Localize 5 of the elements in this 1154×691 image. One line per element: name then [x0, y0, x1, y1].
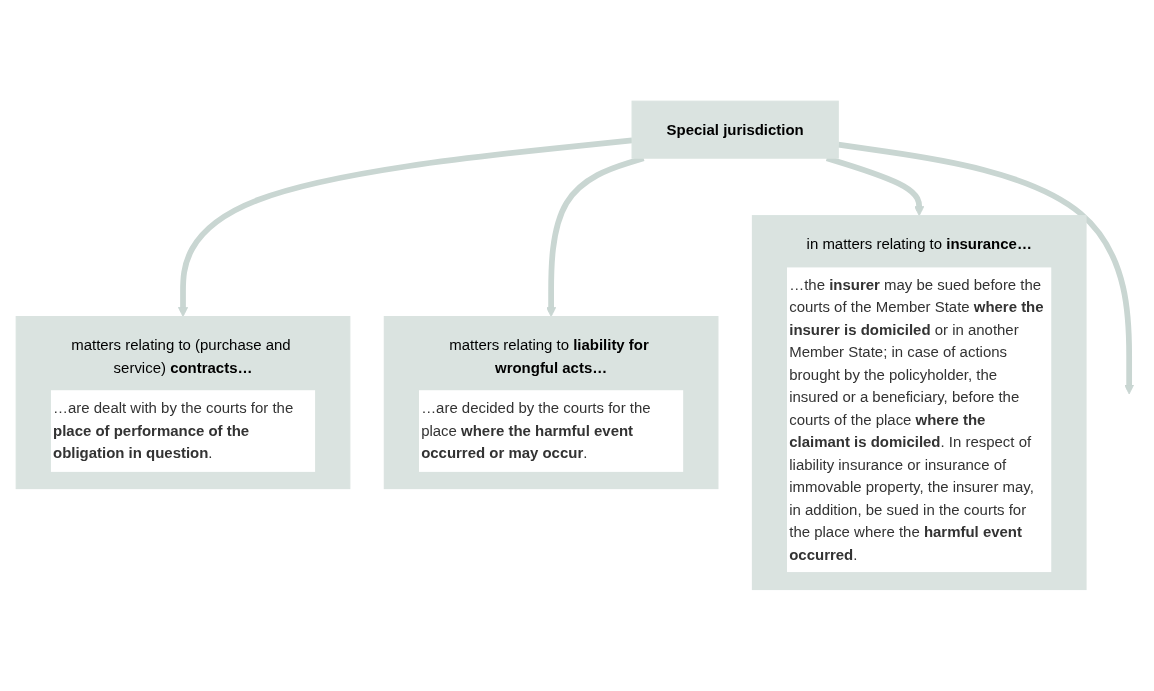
- node-box: in matters relating to insurance… …the insurer may be sued before the courts of the Member State where the insurer is domiciled or in another Member State; in case of actions brought by the policyholder, the insured or a beneficiary, before the courts of the place where the claimant is domiciled. In respect of liability insurance or insurance of immovable property, the insurer may, in addition, be sued in the courts for the place where the harmful event occurred.: [751, 215, 1087, 591]
- arrow: [177, 137, 633, 318]
- node-box: matters relating to (purchase and service) contracts… …are dealt with by the courts for the place of performance of the obligation in question.: [15, 316, 351, 490]
- node-box: matters relating to liability for wrongful acts… …are decided by the courts for the place where the harmful event occurred or may occur.: [383, 316, 719, 490]
- node-box: Special jurisdiction: [631, 100, 839, 159]
